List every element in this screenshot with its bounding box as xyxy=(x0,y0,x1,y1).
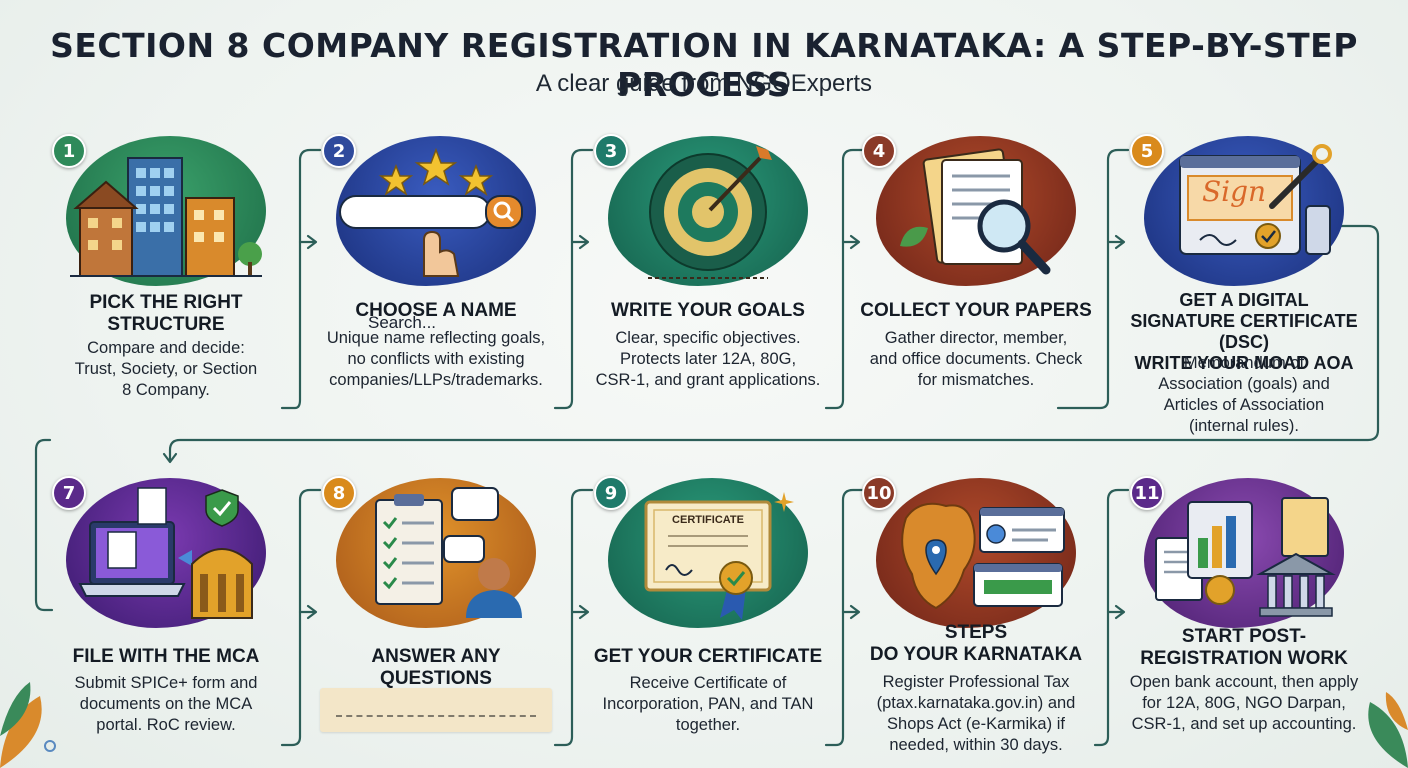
step-3-description: Clear, specific objectives. Protects lat… xyxy=(595,329,821,389)
connector-1-2 xyxy=(280,148,322,410)
step-5-description: Memorandum of Association (goals) and Ar… xyxy=(1158,354,1330,435)
arrow-3-4 xyxy=(841,234,861,250)
step-7-badge: 7 xyxy=(52,476,86,510)
step-9-title: GET YOUR CERTIFICATE xyxy=(593,646,823,667)
connector-3-4 xyxy=(824,148,865,410)
step-2-description: Unique name reflecting goals, no conflic… xyxy=(326,329,546,389)
page-title: SECTION 8 COMPANY REGISTRATION IN KARNAT… xyxy=(50,26,1358,104)
step-8-badge: 8 xyxy=(322,476,356,510)
step-2-badge: 2 xyxy=(322,134,356,168)
step-4-description: Gather director, member, and office docu… xyxy=(869,329,1083,389)
connector-8-9 xyxy=(553,488,594,747)
step-10: 10 STEPS DO YOUR KARNATAKA Register Prof… xyxy=(858,462,1094,762)
search-field-text: Search... xyxy=(368,313,437,332)
step-7-description: Submit SPICe+ form and documents on the … xyxy=(74,674,258,734)
leaf-decoration-right-icon xyxy=(1368,692,1408,768)
arrow-down-7 xyxy=(162,452,178,464)
connector-7-8 xyxy=(280,488,322,747)
step-3-title: WRITE YOUR GOALS xyxy=(611,300,805,321)
digital-signature-icon xyxy=(1179,144,1332,255)
step-9: CERTIFICATE 9 GET YOUR CERTIFICATE Recei… xyxy=(590,462,826,752)
connector-10-11 xyxy=(1093,488,1130,747)
signature-text: Sign xyxy=(1202,175,1267,208)
bank-documents-icon xyxy=(1155,497,1336,617)
step-5-title: GET A DIGITAL SIGNATURE CERTIFICATE (DSC… xyxy=(1130,290,1358,373)
step-11-title: START POST- REGISTRATION WORK xyxy=(1140,626,1348,669)
step-9-description: Receive Certificate of Incorporation, PA… xyxy=(602,674,814,734)
search-icon xyxy=(339,147,523,277)
arrow-9-10 xyxy=(841,604,861,620)
step-7: 7 FILE WITH THE MCA Submit SPICe+ form a… xyxy=(48,462,284,752)
connector-9-10 xyxy=(824,488,865,747)
step-4-title: COLLECT YOUR PAPERS xyxy=(860,300,1092,321)
arrow-4-5 xyxy=(1106,234,1126,250)
target-icon xyxy=(648,146,772,279)
documents-magnifier-icon xyxy=(900,148,1051,275)
step-8-title: ANSWER ANY QUESTIONS xyxy=(371,646,501,689)
step-10-description: Register Professional Tax (ptax.karnatak… xyxy=(876,673,1076,754)
step-2: Search... 2 CHOOSE A NAME Unique name re… xyxy=(318,120,554,410)
step-11-description: Open bank account, then apply for 12A, 8… xyxy=(1129,673,1359,733)
step-3: 3 WRITE YOUR GOALS Clear, specific objec… xyxy=(590,120,826,410)
leaf-decoration-left-icon xyxy=(0,682,56,768)
arrow-7-8 xyxy=(298,604,318,620)
step-9-badge: 9 xyxy=(594,476,628,510)
connector-2-3 xyxy=(553,148,594,410)
step-1-badge: 1 xyxy=(52,134,86,168)
arrow-2-3 xyxy=(570,234,590,250)
buildings-icon xyxy=(70,157,262,277)
step-3-badge: 3 xyxy=(594,134,628,168)
arrow-1-2 xyxy=(298,234,318,250)
step-5-badge: 5 xyxy=(1130,134,1164,168)
step-11: 11 START POST- REGISTRATION WORK Open ba… xyxy=(1126,462,1362,752)
step-4: 4 COLLECT YOUR PAPERS Gather director, m… xyxy=(858,120,1094,410)
certificate-icon xyxy=(644,492,794,620)
step-1-title: PICK THE RIGHT STRUCTURE xyxy=(89,292,243,335)
page-subtitle: A clear guide from NGOExperts xyxy=(535,70,873,97)
laptop-government-icon xyxy=(78,487,253,619)
arrow-10-11 xyxy=(1106,604,1126,620)
sticky-note xyxy=(320,688,552,732)
step-10-title: STEPS DO YOUR KARNATAKA xyxy=(869,622,1083,665)
step-1-description: Compare and decide: Trust, Society, or S… xyxy=(74,339,258,399)
step-7-title: FILE WITH THE MCA xyxy=(72,646,260,667)
connector-5-7 xyxy=(168,224,1380,462)
connector-left-7 xyxy=(34,438,54,612)
step-11-badge: 11 xyxy=(1130,476,1164,510)
step-1: 1 PICK THE RIGHT STRUCTURE Compare and d… xyxy=(48,120,284,410)
step-2-title: CHOOSE A NAME xyxy=(355,300,517,321)
checklist-chat-icon xyxy=(375,487,522,618)
step-8: 8 ANSWER ANY QUESTIONS xyxy=(318,462,554,752)
step-5: Sign 5 GET A DIGITAL SIGNATURE CERTIFICA… xyxy=(1126,120,1362,435)
step-4-badge: 4 xyxy=(862,134,896,168)
arrow-8-9 xyxy=(570,604,590,620)
certificate-label: CERTIFICATE xyxy=(672,514,744,526)
karnataka-map-icon xyxy=(901,502,1065,610)
step-10-badge: 10 xyxy=(862,476,896,510)
connector-4-5 xyxy=(1056,148,1130,410)
